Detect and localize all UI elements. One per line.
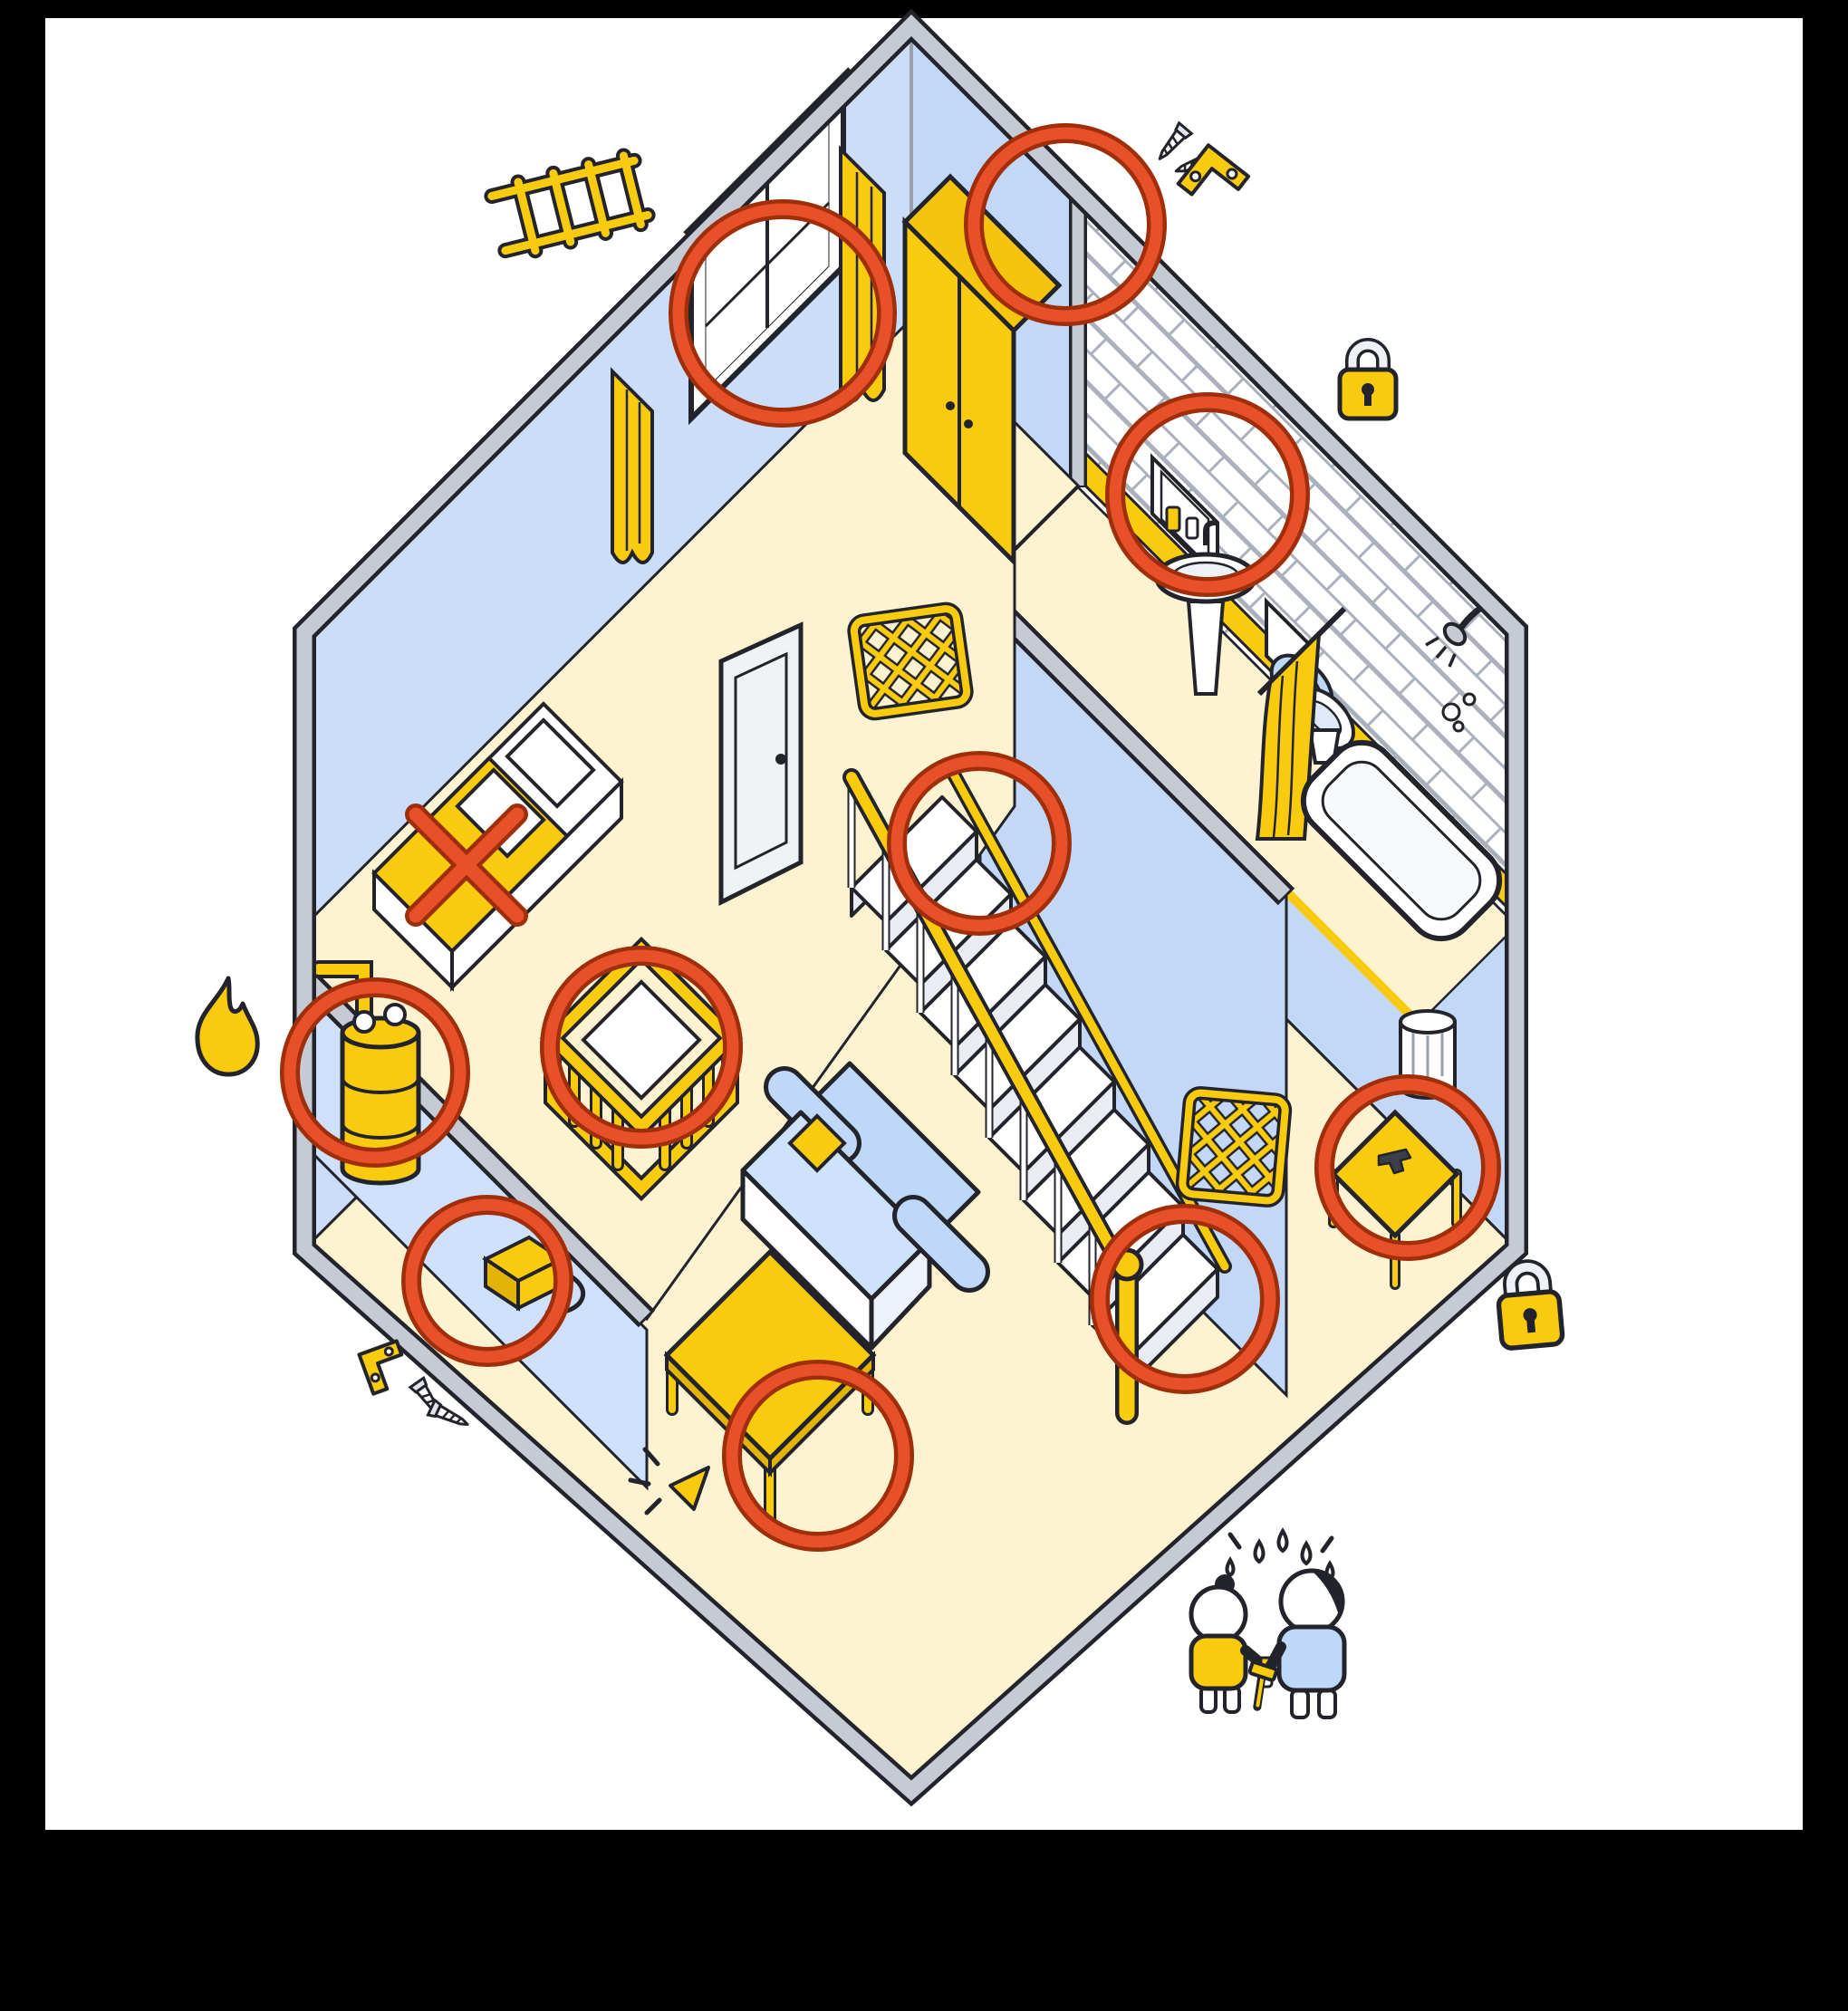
head [1189, 1584, 1248, 1644]
bubbles [1441, 692, 1477, 733]
hazard-ring-bathroom-cabinet [1105, 392, 1310, 597]
sofa-side [869, 1238, 932, 1351]
characters [1189, 1527, 1347, 1719]
heater-bands [341, 1076, 420, 1140]
hazard-ring-wardrobe-tipover [964, 123, 1167, 326]
hammer [1247, 1660, 1278, 1711]
yellow-pillow [787, 1113, 847, 1173]
door-panel [734, 651, 788, 871]
hazard-ring-power-cord [401, 1195, 573, 1367]
flame-icon [195, 976, 260, 1077]
bed-with-x-mark [371, 701, 624, 992]
hazard-rings [280, 123, 1501, 1552]
ladder-icon [484, 148, 656, 259]
safety-gate-bottom [1175, 1086, 1293, 1208]
shower-curtain-folds [1272, 660, 1299, 838]
sink-pedestal [1186, 600, 1226, 696]
sofa-arm-right [897, 1199, 986, 1288]
window-sash-line [704, 201, 831, 328]
table-top [663, 1248, 877, 1462]
shirt [1189, 1633, 1248, 1691]
wardrobe-handle-left [946, 401, 955, 410]
door-knob [775, 754, 786, 765]
sweat-drops [1225, 1527, 1335, 1582]
crib-rail [544, 941, 738, 1135]
bed-pillow-2 [455, 767, 546, 859]
house-structure-outline [293, 8, 1528, 1807]
shirt [1276, 1624, 1347, 1693]
curtain-rod [683, 67, 852, 236]
curtain-left-folds [625, 390, 641, 551]
x-mark [405, 803, 528, 927]
hazard-ring-space-heater [280, 977, 470, 1168]
gun [1377, 1148, 1412, 1175]
open-door [718, 621, 804, 907]
safety-gate-top [847, 601, 974, 721]
parent-right [1247, 1568, 1347, 1719]
wardrobe-handle-right [964, 419, 973, 428]
leg [1290, 1689, 1310, 1719]
hazard-ring-stairs-bottom [1090, 1204, 1280, 1394]
sofa [740, 1061, 990, 1351]
medicine-bottle-1 [1165, 505, 1181, 533]
hazard-ring-stairs-top [887, 751, 1072, 936]
heater-knob-2 [383, 1003, 407, 1026]
hazard-ring-gun-on-table [1314, 1074, 1501, 1261]
hazard-ring-crib [540, 946, 743, 1149]
hair [1312, 1571, 1343, 1616]
impact-sparkle-icon [628, 1447, 710, 1515]
bathroom-fixtures [1150, 453, 1503, 942]
heater-pipe [313, 964, 370, 1024]
bathtub [1300, 739, 1503, 942]
leg [1317, 1689, 1337, 1719]
medicine-bottle-2 [1185, 516, 1199, 540]
curtain-left [611, 367, 654, 564]
power-strip [482, 1235, 586, 1316]
hazard-ring-window [669, 199, 897, 428]
bed-pillow-1 [505, 717, 596, 809]
corner-bracket-top-icon [1176, 143, 1251, 197]
corner-bracket-bottom-icon [357, 1339, 404, 1396]
heater-knob-1 [352, 1010, 376, 1034]
side-table [1328, 1109, 1462, 1290]
sink-faucet [1203, 520, 1217, 545]
window-with-curtains [611, 67, 886, 564]
crib-mattress [581, 979, 702, 1101]
hazard-ring-table-corner [722, 1360, 914, 1552]
